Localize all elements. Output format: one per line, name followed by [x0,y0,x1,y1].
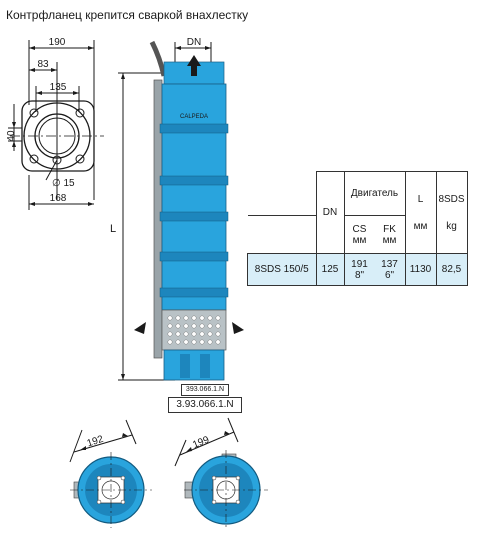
col-kg-unit: kg [446,220,457,232]
col-model-header: 8SDS kg [435,171,468,254]
col-model-label: 8SDS [438,193,465,205]
spec-table: DN Двигатель L мм 8SDS kg CS мм FK мм 8S… [247,171,468,286]
cell-model: 8SDS 150/5 [247,253,317,286]
bottom-view-left [69,419,152,528]
flange-hole-label: ∅ 15 [52,178,75,189]
col-cs-label: CS [352,223,367,235]
col-l-unit: мм [413,220,428,232]
table-row: 8SDS 150/5 125 191 8" 137 6" 1130 82,5 [247,253,468,286]
bottom-left-dim-label: 192 [86,434,106,450]
col-dn-header: DN [315,171,345,254]
flange-offset-label: 83 [37,59,49,70]
cell-dn: 125 [315,253,345,286]
pump-code-small: 393.066.1.N [181,384,229,396]
pump-code-large: 3.93.066.1.N [168,397,242,413]
caption: Контрфланец крепится сваркой внахлестку [6,8,249,22]
col-fk-unit: мм [382,234,397,246]
col-fk-label: FK [383,223,396,235]
flange-pcd-label: 135 [50,82,67,93]
cell-fk-mm: 137 [381,258,398,270]
col-cs-unit: мм [352,234,367,246]
pump-brand-label: CALPEDA [180,114,208,120]
cell-fk-in: 6" [384,269,395,281]
pump-length-label: L [110,223,116,235]
flange-view [8,40,104,210]
cell-cs-mm: 191 [351,258,368,270]
cell-cs: 191 8" [343,253,375,286]
table-blank [247,215,317,254]
pump-dn-label: DN [187,37,201,48]
cell-fk: 137 6" [374,253,406,286]
bottom-right-dim-label: 199 [191,434,211,451]
col-cs-header: CS мм [343,215,375,254]
col-fk-header: FK мм [374,215,406,254]
cell-cs-in: 8" [354,269,365,281]
flange-height-label: 40 [6,130,17,142]
bottom-view-right [174,417,268,530]
cell-l: 1130 [404,253,437,286]
col-motor-header: Двигатель [343,171,406,216]
col-l-header: L мм [404,171,437,254]
flange-bottom-label: 168 [50,193,67,204]
cell-kg: 82,5 [435,253,468,286]
pump-view [118,40,244,381]
col-l-label: L [417,193,424,205]
table-corner [247,171,317,216]
flange-width-label: 190 [49,37,66,48]
